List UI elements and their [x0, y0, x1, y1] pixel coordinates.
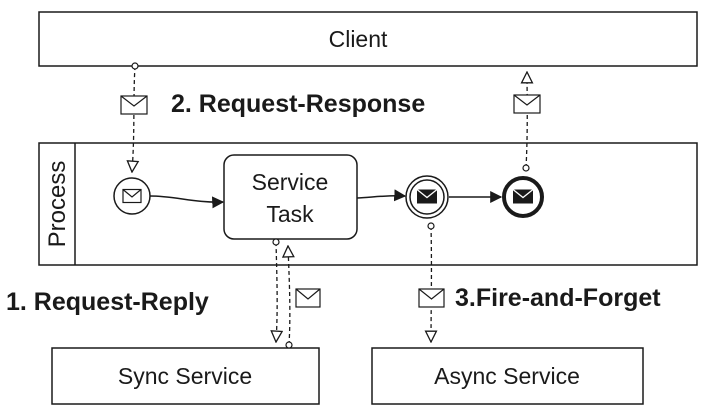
envelope-icon	[295, 288, 321, 308]
client-pool[interactable]: Client	[38, 11, 698, 67]
envelope-icon	[120, 95, 148, 115]
fire-and-forget-label: 3.Fire-and-Forget	[455, 284, 661, 312]
message-flow-throw-to-async	[428, 222, 434, 342]
message-flow-end-to-client	[523, 72, 529, 172]
service-task-line1: Service	[252, 169, 329, 195]
service-task-line2: Task	[266, 201, 314, 227]
service-task[interactable]: Service Task	[223, 154, 358, 240]
process-label: Process	[44, 161, 71, 248]
sync-service-pool[interactable]: Sync Service	[51, 347, 320, 405]
async-service-label: Async Service	[434, 363, 580, 389]
sequence-flow-task-to-throw	[356, 189, 407, 202]
message-flow-client-to-start	[132, 62, 138, 172]
request-response-label: 2. Request-Response	[171, 90, 425, 118]
sync-service-label: Sync Service	[118, 363, 252, 389]
envelope-icon	[418, 288, 445, 308]
request-reply-label: 1. Request-Reply	[6, 288, 209, 316]
envelope-double-circle-icon[interactable]	[405, 175, 449, 219]
sequence-flow-start-to-task	[149, 195, 225, 209]
envelope-thick-circle-icon[interactable]	[502, 176, 544, 218]
message-flow-sync-to-task	[286, 246, 292, 349]
message-flow-task-to-sync	[273, 238, 279, 342]
client-label: Client	[329, 26, 388, 52]
async-service-pool[interactable]: Async Service	[371, 347, 644, 405]
envelope-circle-icon[interactable]	[113, 177, 151, 215]
envelope-icon	[513, 94, 541, 114]
